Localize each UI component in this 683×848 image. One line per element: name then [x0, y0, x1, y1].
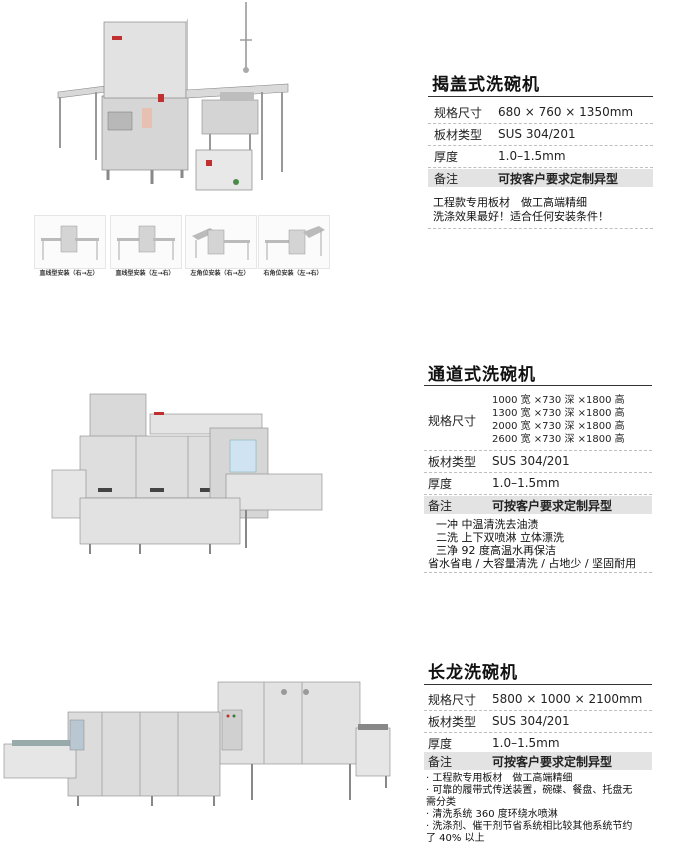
title-divider — [428, 96, 653, 97]
spec-key: 板材类型 — [434, 127, 483, 142]
desc-line: 省水省电 / 大容量清洗 / 占地少 / 坚固耐用 — [428, 557, 637, 570]
product-title: 揭盖式洗碗机 — [432, 75, 540, 95]
hood-dishwasher-image — [57, 2, 289, 191]
thumbnail-straight-right-left — [34, 215, 106, 269]
spec-row-note: 备注 可按客户要求定制异型 — [428, 169, 653, 187]
spec-value: 可按客户要求定制异型 — [498, 171, 619, 186]
spec-key: 规格尺寸 — [434, 105, 483, 120]
title-divider — [424, 385, 652, 386]
desc-line: · 工程款专用板材 做工高端精细 — [426, 773, 573, 784]
spec-key: 规格尺寸 — [428, 413, 477, 428]
desc-line: · 可靠的履带式传送装置，碗碟、餐盘、托盘无 — [426, 785, 633, 796]
spec-value: 1.0–1.5mm — [492, 476, 560, 490]
thumb-caption: 左角位安装（右→左） — [190, 270, 250, 277]
flight-dishwasher-image — [3, 681, 391, 806]
spec-key: 板材类型 — [428, 454, 477, 469]
desc-line: 一冲 中温清洗去油渍 — [436, 518, 539, 531]
spec-key: 厚度 — [428, 736, 453, 751]
thumb-caption: 直线型安装（右→左） — [39, 270, 99, 277]
spec-value: 680 × 760 × 1350mm — [498, 105, 634, 119]
spec-value: 5800 × 1000 × 2100mm — [492, 692, 643, 706]
thumbnail-straight-left-right — [110, 215, 182, 269]
thumb-caption: 直线型安装（左→右） — [115, 270, 175, 277]
spec-value: 可按客户要求定制异型 — [492, 754, 613, 769]
spec-value: SUS 304/201 — [492, 454, 570, 468]
spec-key: 备注 — [434, 171, 459, 186]
product-description: 一冲 中温清洗去油渍 二洗 上下双喷淋 立体漂洗 三净 92 度高温水再保洁 省… — [428, 518, 636, 570]
thumbnail-right-corner — [258, 215, 330, 269]
product-description: · 工程款专用板材 做工高端精细 · 可靠的履带式传送装置，碗碟、餐盘、托盘无 … — [426, 773, 632, 845]
thumbnail-left-corner — [185, 215, 257, 269]
desc-line: 工程款专用板材 做工高端精细 — [433, 196, 587, 209]
spec-row: 厚度 1.0–1.5mm — [424, 734, 652, 752]
desc-line: 了 40% 以上 — [426, 833, 485, 844]
spec-row: 厚度 1.0–1.5mm — [428, 147, 653, 165]
spec-row-note: 备注 可按客户要求定制异型 — [424, 496, 652, 514]
conveyor-dishwasher-image — [51, 393, 323, 554]
spec-row-sizes: 规格尺寸 1000 宽 ×730 深 ×1800 高 1300 宽 ×730 深… — [424, 392, 652, 448]
spec-row: 板材类型 SUS 304/201 — [424, 452, 652, 470]
size-line: 2600 宽 ×730 深 ×1800 高 — [492, 434, 625, 445]
desc-line: 三净 92 度高温水再保洁 — [436, 544, 556, 557]
desc-line: 需分类 — [426, 797, 456, 808]
spec-value: SUS 304/201 — [498, 127, 576, 141]
product-title: 长龙洗碗机 — [428, 663, 518, 683]
desc-line: 洗涤效果最好！适合任何安装条件！ — [433, 210, 609, 223]
spec-row: 板材类型 SUS 304/201 — [428, 125, 653, 143]
spec-key: 备注 — [428, 754, 453, 769]
spec-row-note: 备注 可按客户要求定制异型 — [424, 752, 652, 770]
product-description: 工程款专用板材 做工高端精细 洗涤效果最好！适合任何安装条件！ — [433, 196, 609, 224]
spec-row: 规格尺寸 680 × 760 × 1350mm — [428, 103, 653, 121]
spec-sizes: 1000 宽 ×730 深 ×1800 高 1300 宽 ×730 深 ×180… — [492, 394, 625, 446]
desc-line: · 清洗系统 360 度环绕水喷淋 — [426, 809, 558, 820]
product-title: 通道式洗碗机 — [428, 365, 536, 385]
spec-row: 板材类型 SUS 304/201 — [424, 712, 652, 730]
spec-value: SUS 304/201 — [492, 714, 570, 728]
desc-line: 二洗 上下双喷淋 立体漂洗 — [436, 531, 564, 544]
spec-key: 规格尺寸 — [428, 692, 477, 707]
thumb-caption: 右角位安装（左→右） — [263, 270, 323, 277]
size-line: 1000 宽 ×730 深 ×1800 高 — [492, 395, 625, 406]
spec-key: 厚度 — [434, 149, 459, 164]
desc-line: · 洗涤剂、催干剂节省系统相比较其他系统节约 — [426, 821, 633, 832]
size-line: 2000 宽 ×730 深 ×1800 高 — [492, 421, 625, 432]
size-line: 1300 宽 ×730 深 ×1800 高 — [492, 408, 625, 419]
spec-key: 厚度 — [428, 476, 453, 491]
spec-value: 可按客户要求定制异型 — [492, 498, 613, 513]
spec-value: 1.0–1.5mm — [492, 736, 560, 750]
title-divider — [424, 684, 652, 685]
spec-key: 板材类型 — [428, 714, 477, 729]
spec-value: 1.0–1.5mm — [498, 149, 566, 163]
spec-row: 规格尺寸 5800 × 1000 × 2100mm — [424, 690, 652, 708]
spec-row: 厚度 1.0–1.5mm — [424, 474, 652, 492]
spec-key: 备注 — [428, 498, 453, 513]
